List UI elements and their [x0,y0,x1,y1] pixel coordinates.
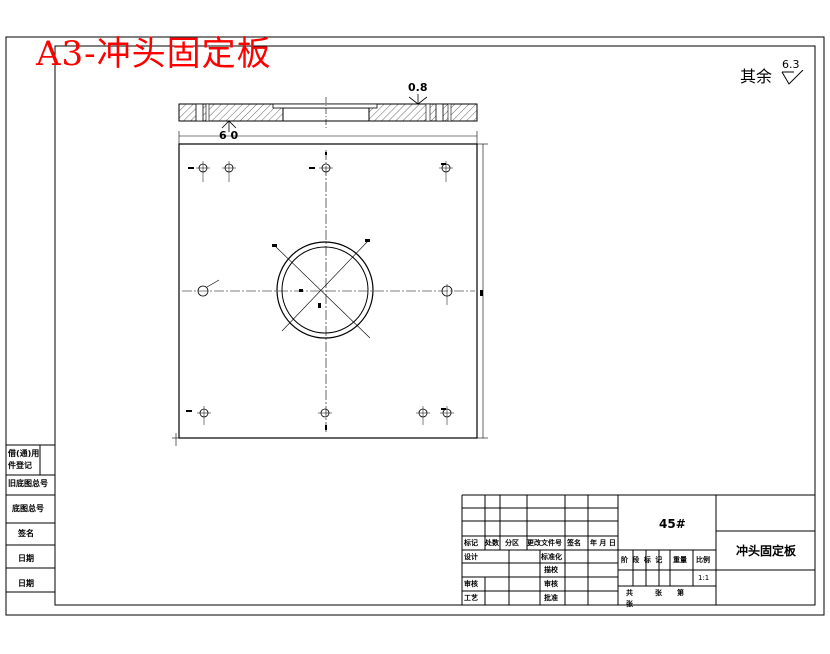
label-design: 设计 [464,553,478,561]
scale-value: 1:1 [698,574,710,582]
label-audit: 审核 [544,580,558,588]
sheet-unit-label-2: 张 [626,600,633,608]
rev-header-mark: 标记 [464,539,478,547]
rev-header-count: 处数 [485,539,499,547]
label-process: 工艺 [464,594,478,602]
rev-header-date: 年 月 日 [590,539,616,547]
roughness-value: 6.3 [782,58,800,71]
side-label-drawing-no: 底图总号 [12,504,44,513]
material-value: 45# [659,517,686,531]
side-label-signature: 签名 [18,529,34,538]
title-block [461,494,815,605]
outer-border [5,36,825,616]
dimension-top: 0.8 [408,81,428,94]
label-standardize: 标准化 [541,553,562,561]
part-name: 冲头固定板 [736,544,797,558]
rev-header-doc-no: 更改文件号 [527,539,562,547]
dimension-left: 6 0 [219,129,239,142]
roughness-label: 其余 [740,67,773,86]
label-drafting: 描校 [544,566,558,574]
side-binding-table [6,444,55,593]
rev-header-signature: 签名 [567,539,581,547]
drawing-title: A3-冲头固定板 [36,34,272,74]
label-review: 审核 [464,580,478,588]
side-label-date-2: 日期 [18,579,34,588]
section-view [178,94,478,132]
label-approve: 批准 [544,594,558,602]
plan-view [172,131,488,446]
side-label-register: 件登记 [8,461,32,470]
inner-frame [54,45,816,606]
stage-header-scale: 比例 [696,556,710,564]
sheet-unit-label: 张 [655,589,662,597]
sheet-no-label: 第 [677,589,684,597]
roughness-symbol-icon [781,70,804,85]
side-label-old-drawing-no: 旧底图总号 [8,479,48,488]
stage-header-weight: 重量 [673,556,687,564]
rev-header-zone: 分区 [505,539,519,547]
side-label-date: 日期 [18,554,34,563]
sheet-total-label: 共 [626,589,633,597]
stage-header-mark: 阶 段 标 记 [621,556,664,564]
side-label-borrow: 借(通)用 [8,449,40,458]
